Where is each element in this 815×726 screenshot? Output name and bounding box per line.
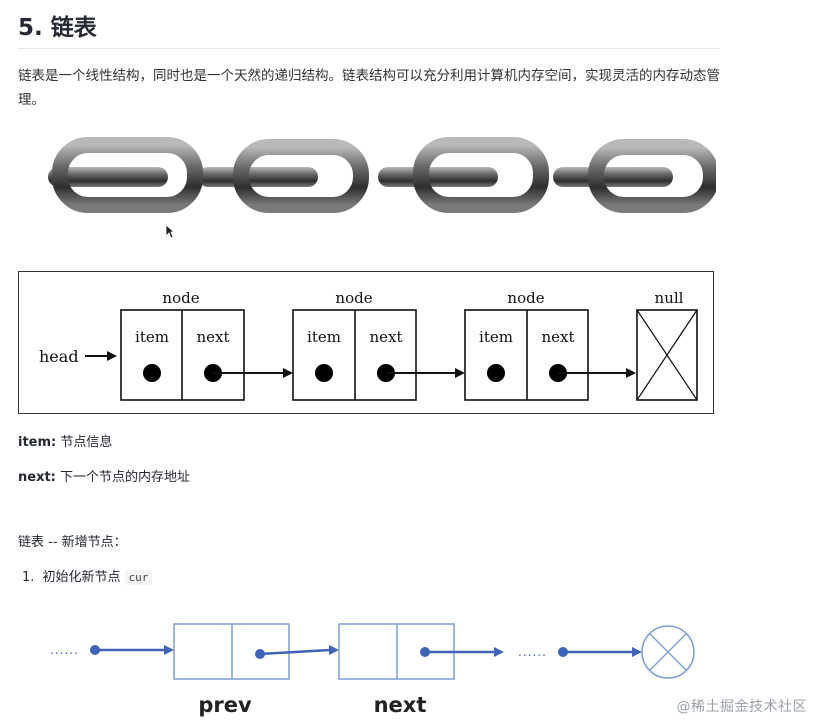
list-text: 初始化新节点	[42, 570, 121, 585]
item-label: item	[479, 328, 513, 346]
next-label: next	[196, 328, 229, 346]
next-label: next	[369, 328, 402, 346]
watermark: @稀土掘金技术社区	[676, 699, 807, 715]
arrow-icon	[283, 368, 293, 378]
next-label: next	[541, 328, 574, 346]
arrow-icon	[455, 368, 465, 378]
arrow-icon	[494, 647, 504, 657]
linked-list-diagram: head node item next node item next node …	[18, 271, 714, 414]
insert-node-diagram: ...... ...... prev next	[40, 612, 740, 722]
arrow-icon	[164, 645, 174, 655]
item-label: item	[135, 328, 169, 346]
definition-desc: 下一个节点的内存地址	[55, 470, 191, 485]
subheading: 链表 -- 新增节点：	[18, 535, 127, 550]
node-label: node	[507, 289, 544, 307]
head-label: head	[39, 347, 79, 366]
node-label: node	[162, 289, 199, 307]
definition-term: next:	[18, 470, 56, 485]
inline-code: cur	[124, 570, 153, 585]
item-label: item	[307, 328, 341, 346]
arrow-icon	[107, 351, 117, 361]
ellipsis-mid: ......	[518, 645, 547, 659]
definition-next: next: 下一个节点的内存地址	[18, 466, 190, 485]
node-label: node	[335, 289, 372, 307]
prev-label: prev	[198, 693, 252, 717]
list-number: 1.	[22, 570, 35, 585]
definition-item: item: 节点信息	[18, 431, 112, 450]
arrow-icon	[626, 368, 636, 378]
null-label: null	[655, 289, 684, 307]
arrow-icon	[329, 645, 339, 655]
next-pointer-label: next	[374, 693, 427, 717]
ellipsis-left: ......	[50, 643, 79, 657]
chain-image	[48, 135, 719, 220]
heading-divider	[18, 48, 720, 49]
mouse-cursor-icon	[165, 224, 176, 243]
null-circle-icon	[641, 625, 695, 679]
intro-paragraph: 链表是一个线性结构，同时也是一个天然的递归结构。链表结构可以充分利用计算机内存空…	[18, 68, 720, 108]
definition-desc: 节点信息	[56, 435, 113, 450]
null-box	[636, 309, 698, 401]
definition-term: item:	[18, 435, 57, 450]
section-heading: 5. 链表	[18, 15, 97, 41]
arrow-icon	[632, 647, 642, 657]
